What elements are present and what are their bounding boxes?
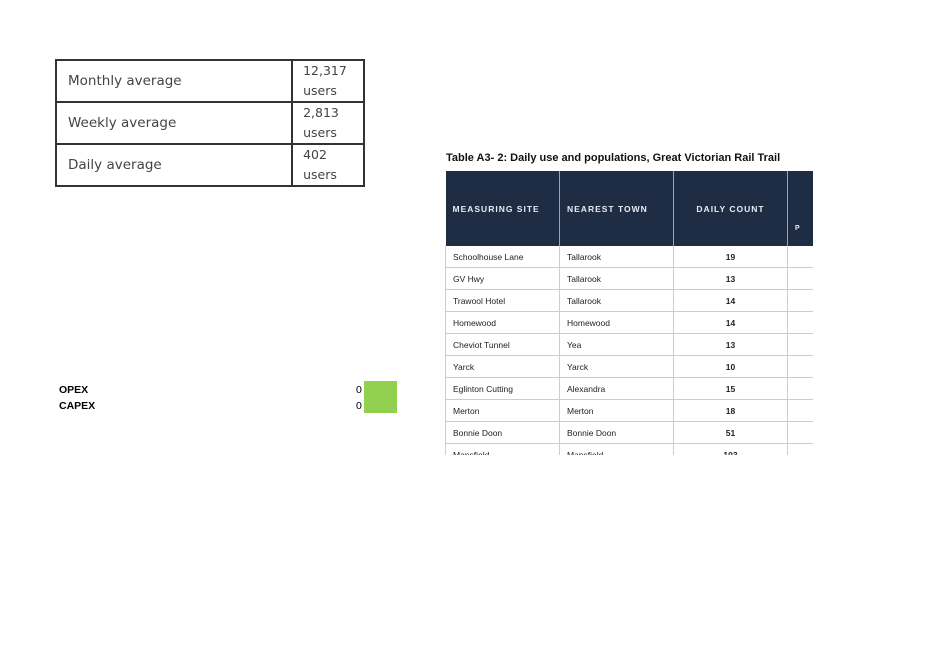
average-label: Monthly average bbox=[54, 59, 294, 103]
nearest-town-cell: Alexandra bbox=[559, 377, 674, 400]
nearest-town-cell: Tallarook bbox=[559, 289, 674, 312]
extra-cell bbox=[787, 443, 813, 455]
nearest-town-cell: Mansfield bbox=[559, 443, 674, 455]
extra-cell bbox=[787, 289, 813, 312]
average-unit: users bbox=[303, 167, 337, 182]
nearest-town-cell: Homewood bbox=[559, 311, 674, 334]
daily-count-cell: 13 bbox=[673, 267, 788, 290]
daily-count-cell: 15 bbox=[673, 377, 788, 400]
daily-count-cell: 13 bbox=[673, 333, 788, 356]
measuring-site-cell: Bonnie Doon bbox=[445, 421, 560, 444]
table-row: Weekly average 2,813 users bbox=[54, 101, 365, 145]
extra-cell bbox=[787, 267, 813, 290]
daily-count-cell: 18 bbox=[673, 399, 788, 422]
nearest-town-cell: Merton bbox=[559, 399, 674, 422]
capex-label: CAPEX bbox=[59, 400, 96, 412]
daily-count-cell: 14 bbox=[673, 289, 788, 312]
column-header: DAILY COUNT bbox=[673, 171, 788, 246]
nearest-town-cell: Yarck bbox=[559, 355, 674, 378]
measuring-site-cell: Schoolhouse Lane bbox=[445, 246, 560, 268]
daily-count-cell: 19 bbox=[673, 246, 788, 268]
table-caption: Table A3- 2: Daily use and populations, … bbox=[446, 152, 781, 164]
extra-cell bbox=[787, 377, 813, 400]
column-header: P bbox=[787, 171, 813, 246]
table-row: Daily average 402 users bbox=[54, 143, 365, 187]
measuring-site-cell: Trawool Hotel bbox=[445, 289, 560, 312]
extra-cell bbox=[787, 421, 813, 444]
average-number: 402 bbox=[303, 147, 327, 162]
extra-cell bbox=[787, 246, 813, 268]
average-value: 402 users bbox=[291, 143, 365, 187]
extra-cell bbox=[787, 355, 813, 378]
nearest-town-cell: Tallarook bbox=[559, 267, 674, 290]
average-number: 12,317 bbox=[303, 63, 347, 78]
opex-label: OPEX bbox=[59, 384, 89, 396]
average-label: Daily average bbox=[54, 143, 294, 187]
status-indicator bbox=[364, 381, 397, 413]
measuring-site-cell: Eglinton Cutting bbox=[445, 377, 560, 400]
daily-count-cell: 51 bbox=[673, 421, 788, 444]
average-value: 12,317 users bbox=[291, 59, 365, 103]
measuring-site-cell: Homewood bbox=[445, 311, 560, 334]
measuring-site-cell: GV Hwy bbox=[445, 267, 560, 290]
average-label: Weekly average bbox=[54, 101, 294, 145]
daily-count-cell: 10 bbox=[673, 355, 788, 378]
average-number: 2,813 bbox=[303, 105, 339, 120]
measuring-site-cell: Cheviot Tunnel bbox=[445, 333, 560, 356]
nearest-town-cell: Tallarook bbox=[559, 246, 674, 268]
measuring-site-cell: Mansfield bbox=[445, 443, 560, 455]
daily-count-cell: 14 bbox=[673, 311, 788, 334]
averages-table: Monthly average 12,317 users Weekly aver… bbox=[54, 59, 365, 187]
average-unit: users bbox=[303, 83, 337, 98]
measuring-site-cell: Yarck bbox=[445, 355, 560, 378]
rail-trail-table: MEASURING SITE NEAREST TOWN DAILY COUNT … bbox=[445, 171, 813, 455]
average-unit: users bbox=[303, 125, 337, 140]
daily-count-cell: 103 bbox=[673, 443, 788, 455]
extra-cell bbox=[787, 333, 813, 356]
extra-cell bbox=[787, 311, 813, 334]
nearest-town-cell: Yea bbox=[559, 333, 674, 356]
table-header-row: MEASURING SITE NEAREST TOWN DAILY COUNT … bbox=[445, 171, 813, 246]
extra-cell bbox=[787, 399, 813, 422]
measuring-site-cell: Merton bbox=[445, 399, 560, 422]
nearest-town-cell: Bonnie Doon bbox=[559, 421, 674, 444]
rail-table-image: MEASURING SITE NEAREST TOWN DAILY COUNT … bbox=[445, 171, 813, 455]
opex-value: 0 bbox=[356, 384, 362, 396]
column-header: MEASURING SITE bbox=[445, 171, 560, 246]
table-row: Monthly average 12,317 users bbox=[54, 59, 365, 103]
average-value: 2,813 users bbox=[291, 101, 365, 145]
capex-value: 0 bbox=[356, 400, 362, 412]
column-header: NEAREST TOWN bbox=[559, 171, 674, 246]
